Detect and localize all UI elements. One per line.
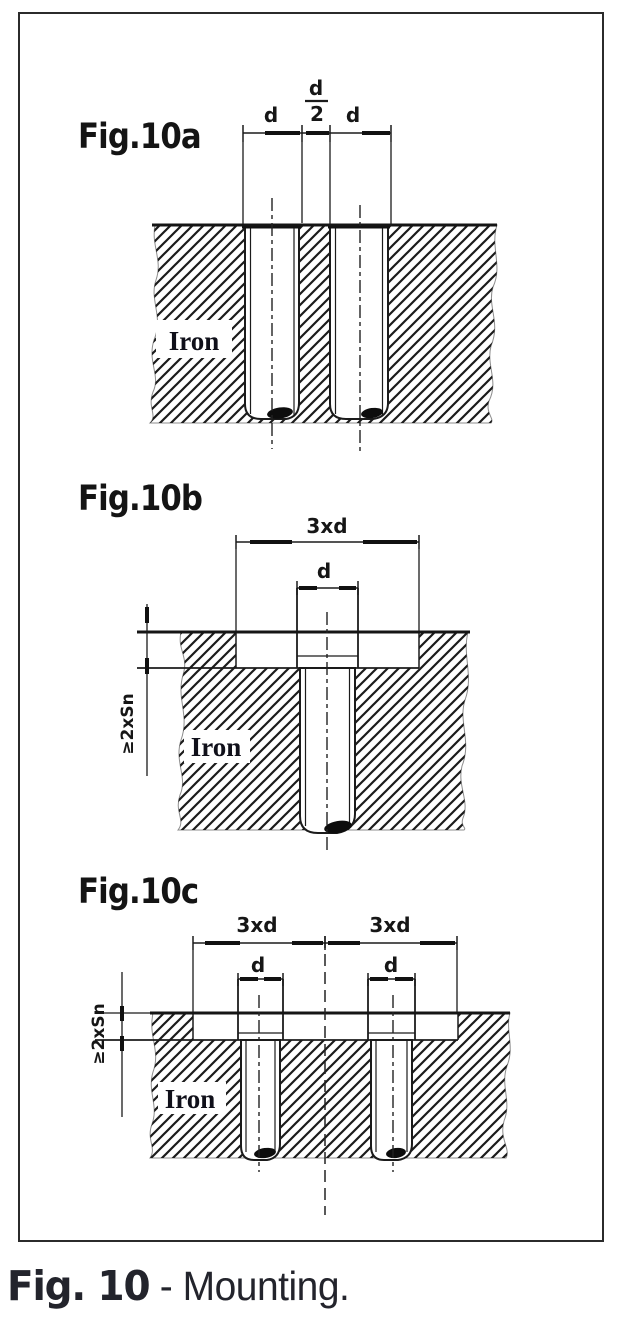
fig-10c-dim-depth: ≥2xSn <box>89 1003 109 1064</box>
fig-10c-label: Fig.10c <box>78 872 199 912</box>
fig-10b-iron-label: Iron <box>191 732 242 762</box>
fig-10a-frac-numerator: d <box>309 76 323 100</box>
fig-10a-left-hole <box>244 225 300 420</box>
fig-10a-iron-label: Iron <box>169 326 220 356</box>
fig-10a-dim-d-right: d <box>346 103 360 127</box>
fig-10b-dim-depth: ≥2xSn <box>118 693 138 754</box>
fig-10c-dimensions: 3xd 3xd d d ≥2xSn <box>89 913 458 1117</box>
fig-10a-dimensions: d d 2 d <box>242 76 392 226</box>
fig-10a-frac-denominator: 2 <box>310 102 324 126</box>
fig-10a-iron-block <box>148 224 498 424</box>
fig-10a-drawing: d d 2 d Iron <box>148 76 498 452</box>
fig-10c-dim-3xd-left: 3xd <box>236 913 277 937</box>
fig-10b-dim-3xd: 3xd <box>306 514 347 538</box>
fig-10b-drill-point <box>324 820 352 834</box>
fig-10a-left-drill-point <box>267 407 293 419</box>
fig-10c-dim-d-right: d <box>384 953 398 977</box>
fig-10b-iron-tag: Iron <box>184 730 250 763</box>
caption-figure-number: Fig. 10 <box>7 1262 151 1310</box>
fig-10a-right-hole <box>329 225 389 420</box>
fig-10c-drawing: 3xd 3xd d d ≥2xSn <box>89 913 511 1215</box>
fig-10c-iron-label: Iron <box>165 1084 216 1114</box>
fig-10c-dim-3xd-right: 3xd <box>369 913 410 937</box>
fig-10c-left-hole <box>240 1039 281 1161</box>
caption-text: - Mounting. <box>149 1263 350 1309</box>
fig-10b-dim-d: d <box>317 559 331 583</box>
fig-10a-iron-tag: Iron <box>156 320 232 358</box>
fig-10c-right-hole <box>370 1039 413 1161</box>
fig-10b-label: Fig.10b <box>78 479 203 519</box>
fig-10c-iron-tag: Iron <box>158 1082 226 1114</box>
fig-10b-dimensions: 3xd d ≥2xSn <box>118 514 420 776</box>
fig-10a-dim-d-left: d <box>264 103 278 127</box>
figure-caption: Fig. 10 - Mounting. <box>7 1262 350 1310</box>
fig-10a-right-drill-point <box>361 407 383 419</box>
fig-10a-label: Fig.10a <box>78 117 202 157</box>
fig-10c-dim-d-left: d <box>251 953 265 977</box>
fig-10b-drawing: 3xd d ≥2xSn Iron <box>118 514 470 852</box>
fig-10c-right-drill-point <box>386 1147 406 1159</box>
